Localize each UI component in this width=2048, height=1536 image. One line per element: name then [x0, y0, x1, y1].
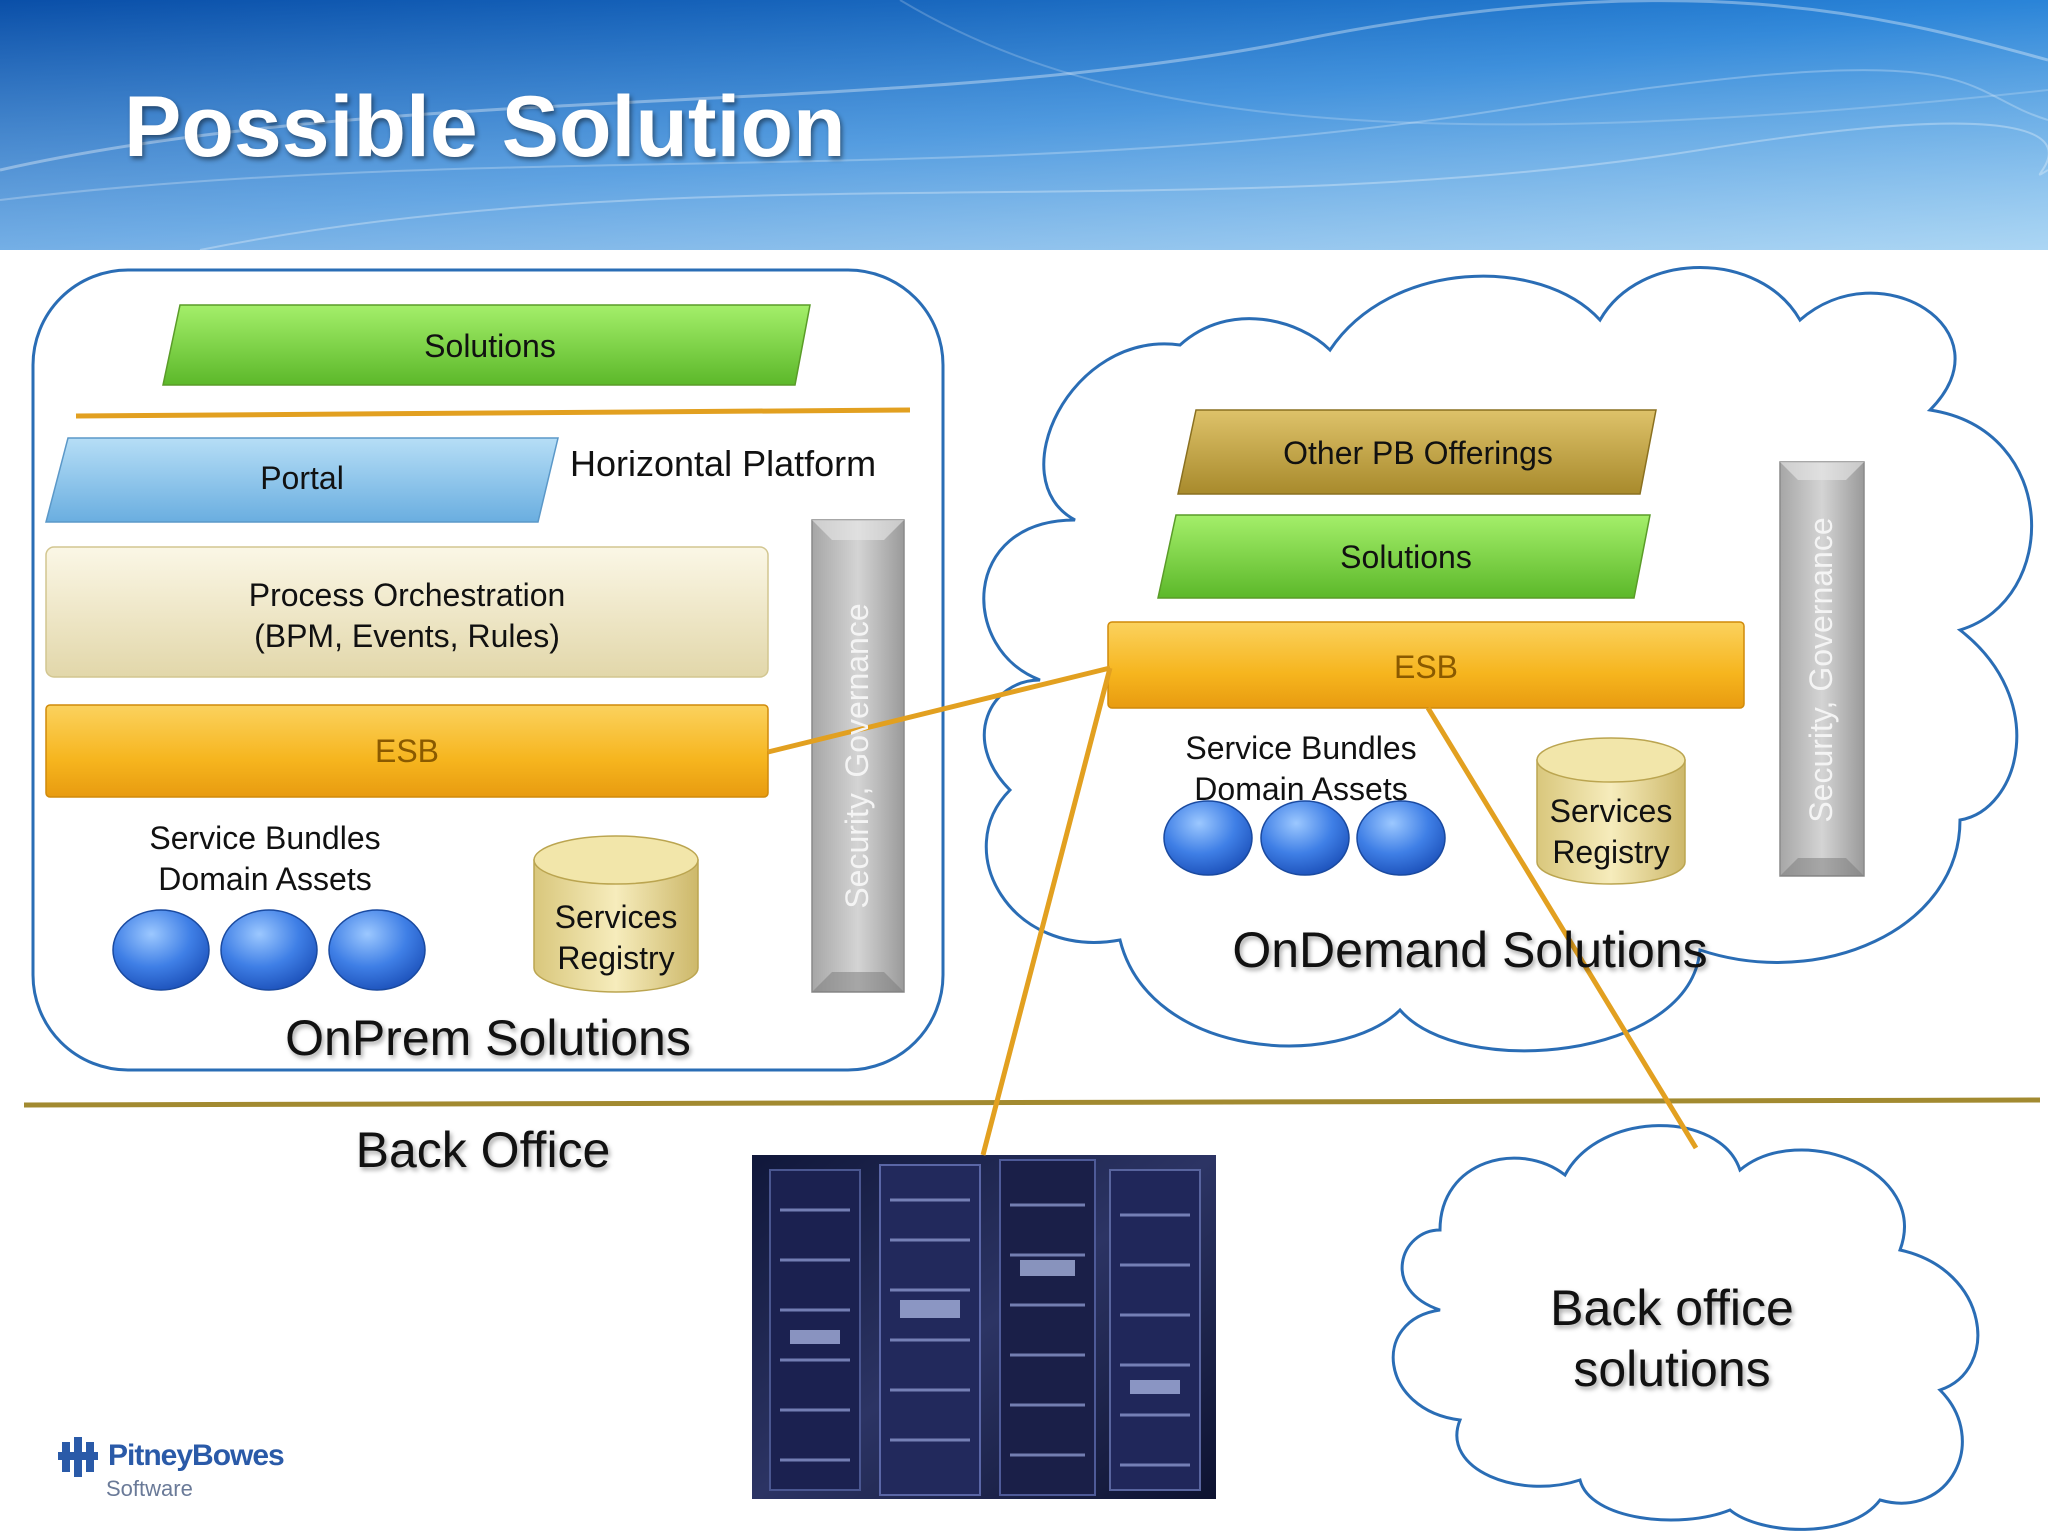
- ondemand-solutions-bar: [1157, 514, 1651, 599]
- ondemand-security-bevel: [1780, 462, 1864, 480]
- onprem-esb-label: ESB: [374, 733, 440, 769]
- other-pb-offerings-label: Other PB Offerings: [1283, 435, 1553, 471]
- domain-asset-sphere: [1163, 800, 1253, 876]
- onprem-platform-divider: [75, 407, 911, 419]
- horizontal-platform-label: Horizontal Platform: [570, 443, 877, 484]
- connector-ondemand-to-backoffice: [1425, 706, 1699, 1150]
- ondemand-bundles-line2: Domain Assets: [1194, 771, 1408, 807]
- onprem-registry-line1: Services: [554, 899, 678, 935]
- back-office-cloud-line1: Back office: [1550, 1280, 1794, 1336]
- slide-title: Possible Solution: [124, 79, 846, 175]
- process-orchestration-box: [45, 546, 769, 678]
- domain-asset-sphere: [328, 909, 426, 991]
- ondemand-registry-line1: Services: [1549, 793, 1673, 829]
- ondemand-esb-label: ESB: [1393, 649, 1459, 685]
- onprem-registry-line2: Registry: [557, 940, 675, 976]
- portal-bar: [45, 437, 559, 523]
- other-pb-offerings-bar: [1177, 409, 1657, 495]
- back-office-cloud-line2: solutions: [1573, 1341, 1771, 1397]
- back-office-label: Back Office: [355, 1122, 611, 1178]
- onprem-bundles-line2: Domain Assets: [158, 861, 372, 897]
- header-banner: [0, 0, 2048, 251]
- domain-asset-sphere: [1260, 800, 1350, 876]
- ondemand-security-bevel-bottom: [1780, 858, 1864, 876]
- onprem-title: OnPrem Solutions: [285, 1010, 691, 1066]
- pitney-bowes-logo-mark: [58, 1437, 98, 1477]
- back-office-cloud: [1391, 1124, 1980, 1531]
- portal-label: Portal: [260, 460, 344, 496]
- server-rack-image: [752, 1155, 1216, 1499]
- logo-subtitle: Software: [106, 1476, 193, 1501]
- onprem-security-bevel: [812, 520, 904, 540]
- logo-wordmark: PitneyBowes: [108, 1439, 285, 1472]
- connector-ondemand-to-datacenter: [980, 667, 1113, 1156]
- ondemand-registry-line2: Registry: [1552, 834, 1670, 870]
- onprem-security-bevel-bottom: [812, 972, 904, 992]
- domain-asset-sphere: [220, 909, 318, 991]
- onprem-solutions-label: Solutions: [424, 328, 556, 364]
- connector-esb-to-ondemand: [767, 665, 1111, 755]
- ondemand-esb-bar: [1107, 621, 1745, 709]
- ondemand-title: OnDemand Solutions: [1232, 922, 1708, 978]
- domain-asset-sphere: [1356, 800, 1446, 876]
- back-office-divider: [23, 1097, 2041, 1108]
- ondemand-registry-cylinder: [1536, 737, 1686, 885]
- domain-asset-sphere: [112, 909, 210, 991]
- ondemand-bundles-line1: Service Bundles: [1185, 730, 1417, 766]
- orchestration-line1: Process Orchestration: [248, 577, 566, 613]
- orchestration-line2: (BPM, Events, Rules): [254, 618, 560, 654]
- onprem-security-label: Security, Governance: [839, 603, 875, 909]
- ondemand-security-label: Security, Governance: [1803, 517, 1839, 823]
- ondemand-solutions-label: Solutions: [1340, 539, 1472, 575]
- onprem-bundles-line1: Service Bundles: [149, 820, 381, 856]
- onprem-registry-cylinder: [533, 835, 699, 993]
- connector-lines: [767, 665, 1699, 1156]
- onprem-solutions-bar: [162, 304, 811, 386]
